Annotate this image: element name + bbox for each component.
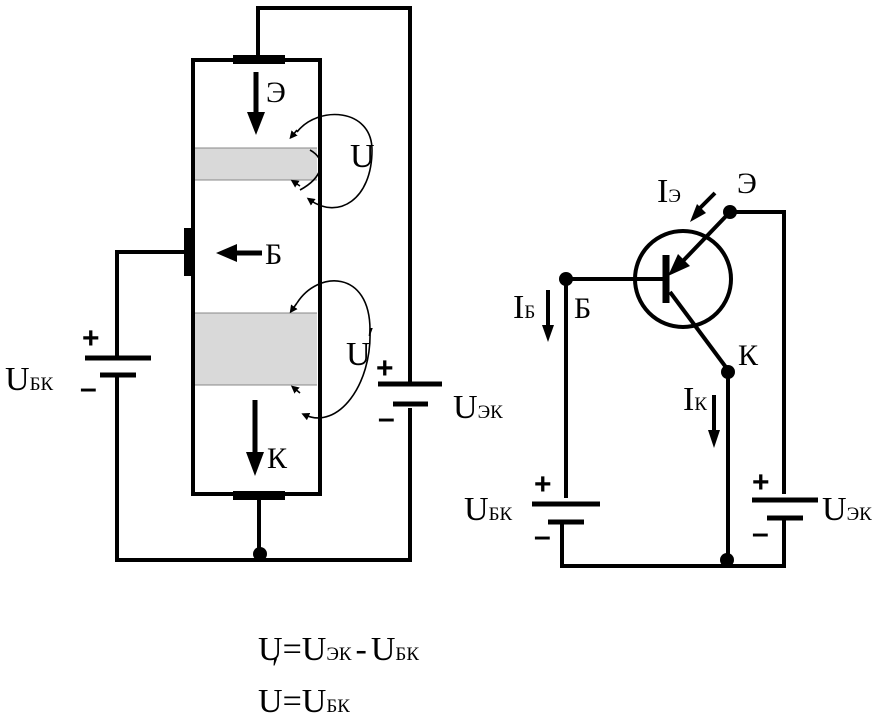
ib-label: IБ (513, 289, 535, 326)
uek-battery (378, 381, 442, 407)
collector-junction-voltage-label: U (346, 336, 371, 373)
ubk-label-right: UБК (464, 491, 512, 528)
collector-label: К (267, 442, 288, 475)
common-node (253, 547, 267, 561)
ubk-battery-right (532, 501, 600, 525)
emitter-contact (233, 55, 285, 64)
emitter-junction-field-arrows (289, 113, 373, 209)
base-terminal-label: Б (574, 292, 591, 325)
emitter-junction-layer (195, 148, 317, 180)
ib-arrow (542, 290, 554, 342)
ubk-return-wire (115, 376, 260, 562)
ik-arrow (708, 395, 720, 448)
prime-mark: ′ (367, 321, 374, 358)
ubk-label: UБК (5, 361, 53, 398)
base-wire (115, 250, 184, 356)
ubk-minus-sign: – (80, 372, 97, 405)
uek-plus-sign: + (376, 352, 394, 385)
ie-arrow (690, 191, 717, 222)
ubk-plus-sign: + (82, 322, 100, 355)
uek-minus-right: – (752, 517, 769, 550)
ik-label: IК (683, 381, 707, 418)
emitter-label: Э (266, 76, 286, 109)
uek-plus-right: + (752, 466, 770, 499)
emitter-arrow (247, 72, 265, 135)
formulas: U=UЭК-UБК ′ U=UБК (258, 631, 419, 720)
emitter-arrow-head (668, 254, 690, 276)
formula-1-prime: ′ (272, 652, 279, 685)
emitter-junction-voltage-label: U (350, 138, 375, 175)
collector-junction-layer (195, 313, 317, 385)
base-arrow (216, 244, 262, 262)
collector-lead (668, 290, 730, 372)
collector-terminal-label: К (738, 339, 759, 372)
collector-junction-field-arrows (289, 280, 371, 421)
emitter-terminal-label: Э (737, 167, 757, 200)
collector-arrow (246, 400, 264, 476)
left-structure: Э Б К U U ′ + – + – UБК UЭК (5, 6, 503, 562)
bottom-return-wire (560, 518, 786, 568)
uek-return-wire (260, 408, 412, 562)
ie-label: IЭ (657, 173, 681, 210)
ubk-plus-right: + (534, 468, 552, 501)
uek-battery-right (752, 497, 818, 521)
uek-label-right: UЭК (822, 491, 872, 528)
base-contact (184, 228, 193, 276)
ubk-battery (85, 355, 151, 378)
uek-label: UЭК (453, 389, 503, 426)
emitter-lead (680, 210, 732, 264)
formula-1: U=UЭК-UБК (258, 631, 419, 668)
collector-contact (233, 491, 285, 500)
ubk-minus-right: – (534, 520, 551, 553)
formula-2: U=UБК (258, 683, 350, 720)
emitter-wire (256, 6, 412, 382)
emitter-supply-wire (730, 210, 786, 494)
base-label: Б (265, 238, 282, 271)
right-schematic: IЭ Э IБ Б К IК + – + – UБК UЭК (464, 167, 872, 568)
uek-minus-sign: – (378, 402, 395, 435)
